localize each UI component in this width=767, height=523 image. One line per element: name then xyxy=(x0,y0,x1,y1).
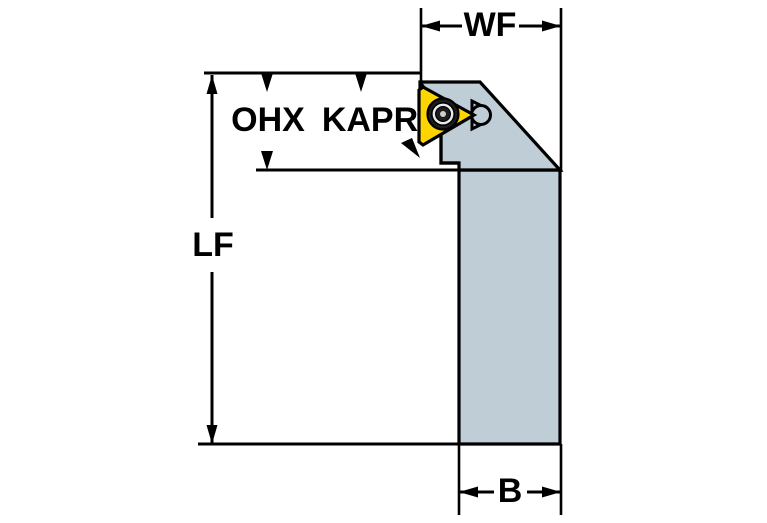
wf-arrow-right xyxy=(542,20,561,32)
ohx-arrow-top xyxy=(261,73,273,92)
wf-arrow-left xyxy=(421,20,440,32)
lf-arrow-top xyxy=(206,75,218,94)
b-arrow-left xyxy=(459,486,478,498)
dimension-lf: LF xyxy=(192,75,459,446)
ohx-arrow-bottom xyxy=(261,151,273,170)
b-arrow-right xyxy=(542,486,561,498)
wf-label: WF xyxy=(464,6,517,44)
kapr-arrow-bottom xyxy=(401,138,420,158)
tool-shank xyxy=(457,168,562,446)
tool-body-group xyxy=(417,80,564,446)
dimension-wf: WF xyxy=(419,6,563,172)
ohx-label: OHX xyxy=(231,101,305,139)
kapr-arrow-top xyxy=(355,73,367,92)
lf-arrow-bottom xyxy=(206,425,218,444)
dimension-b: B xyxy=(457,444,563,515)
lf-label: LF xyxy=(192,226,234,264)
clamp-screw xyxy=(426,97,460,131)
b-label: B xyxy=(498,472,523,510)
kapr-label: KAPR xyxy=(322,101,418,139)
dimension-ohx-kapr-group: OHX KAPR xyxy=(204,71,459,172)
